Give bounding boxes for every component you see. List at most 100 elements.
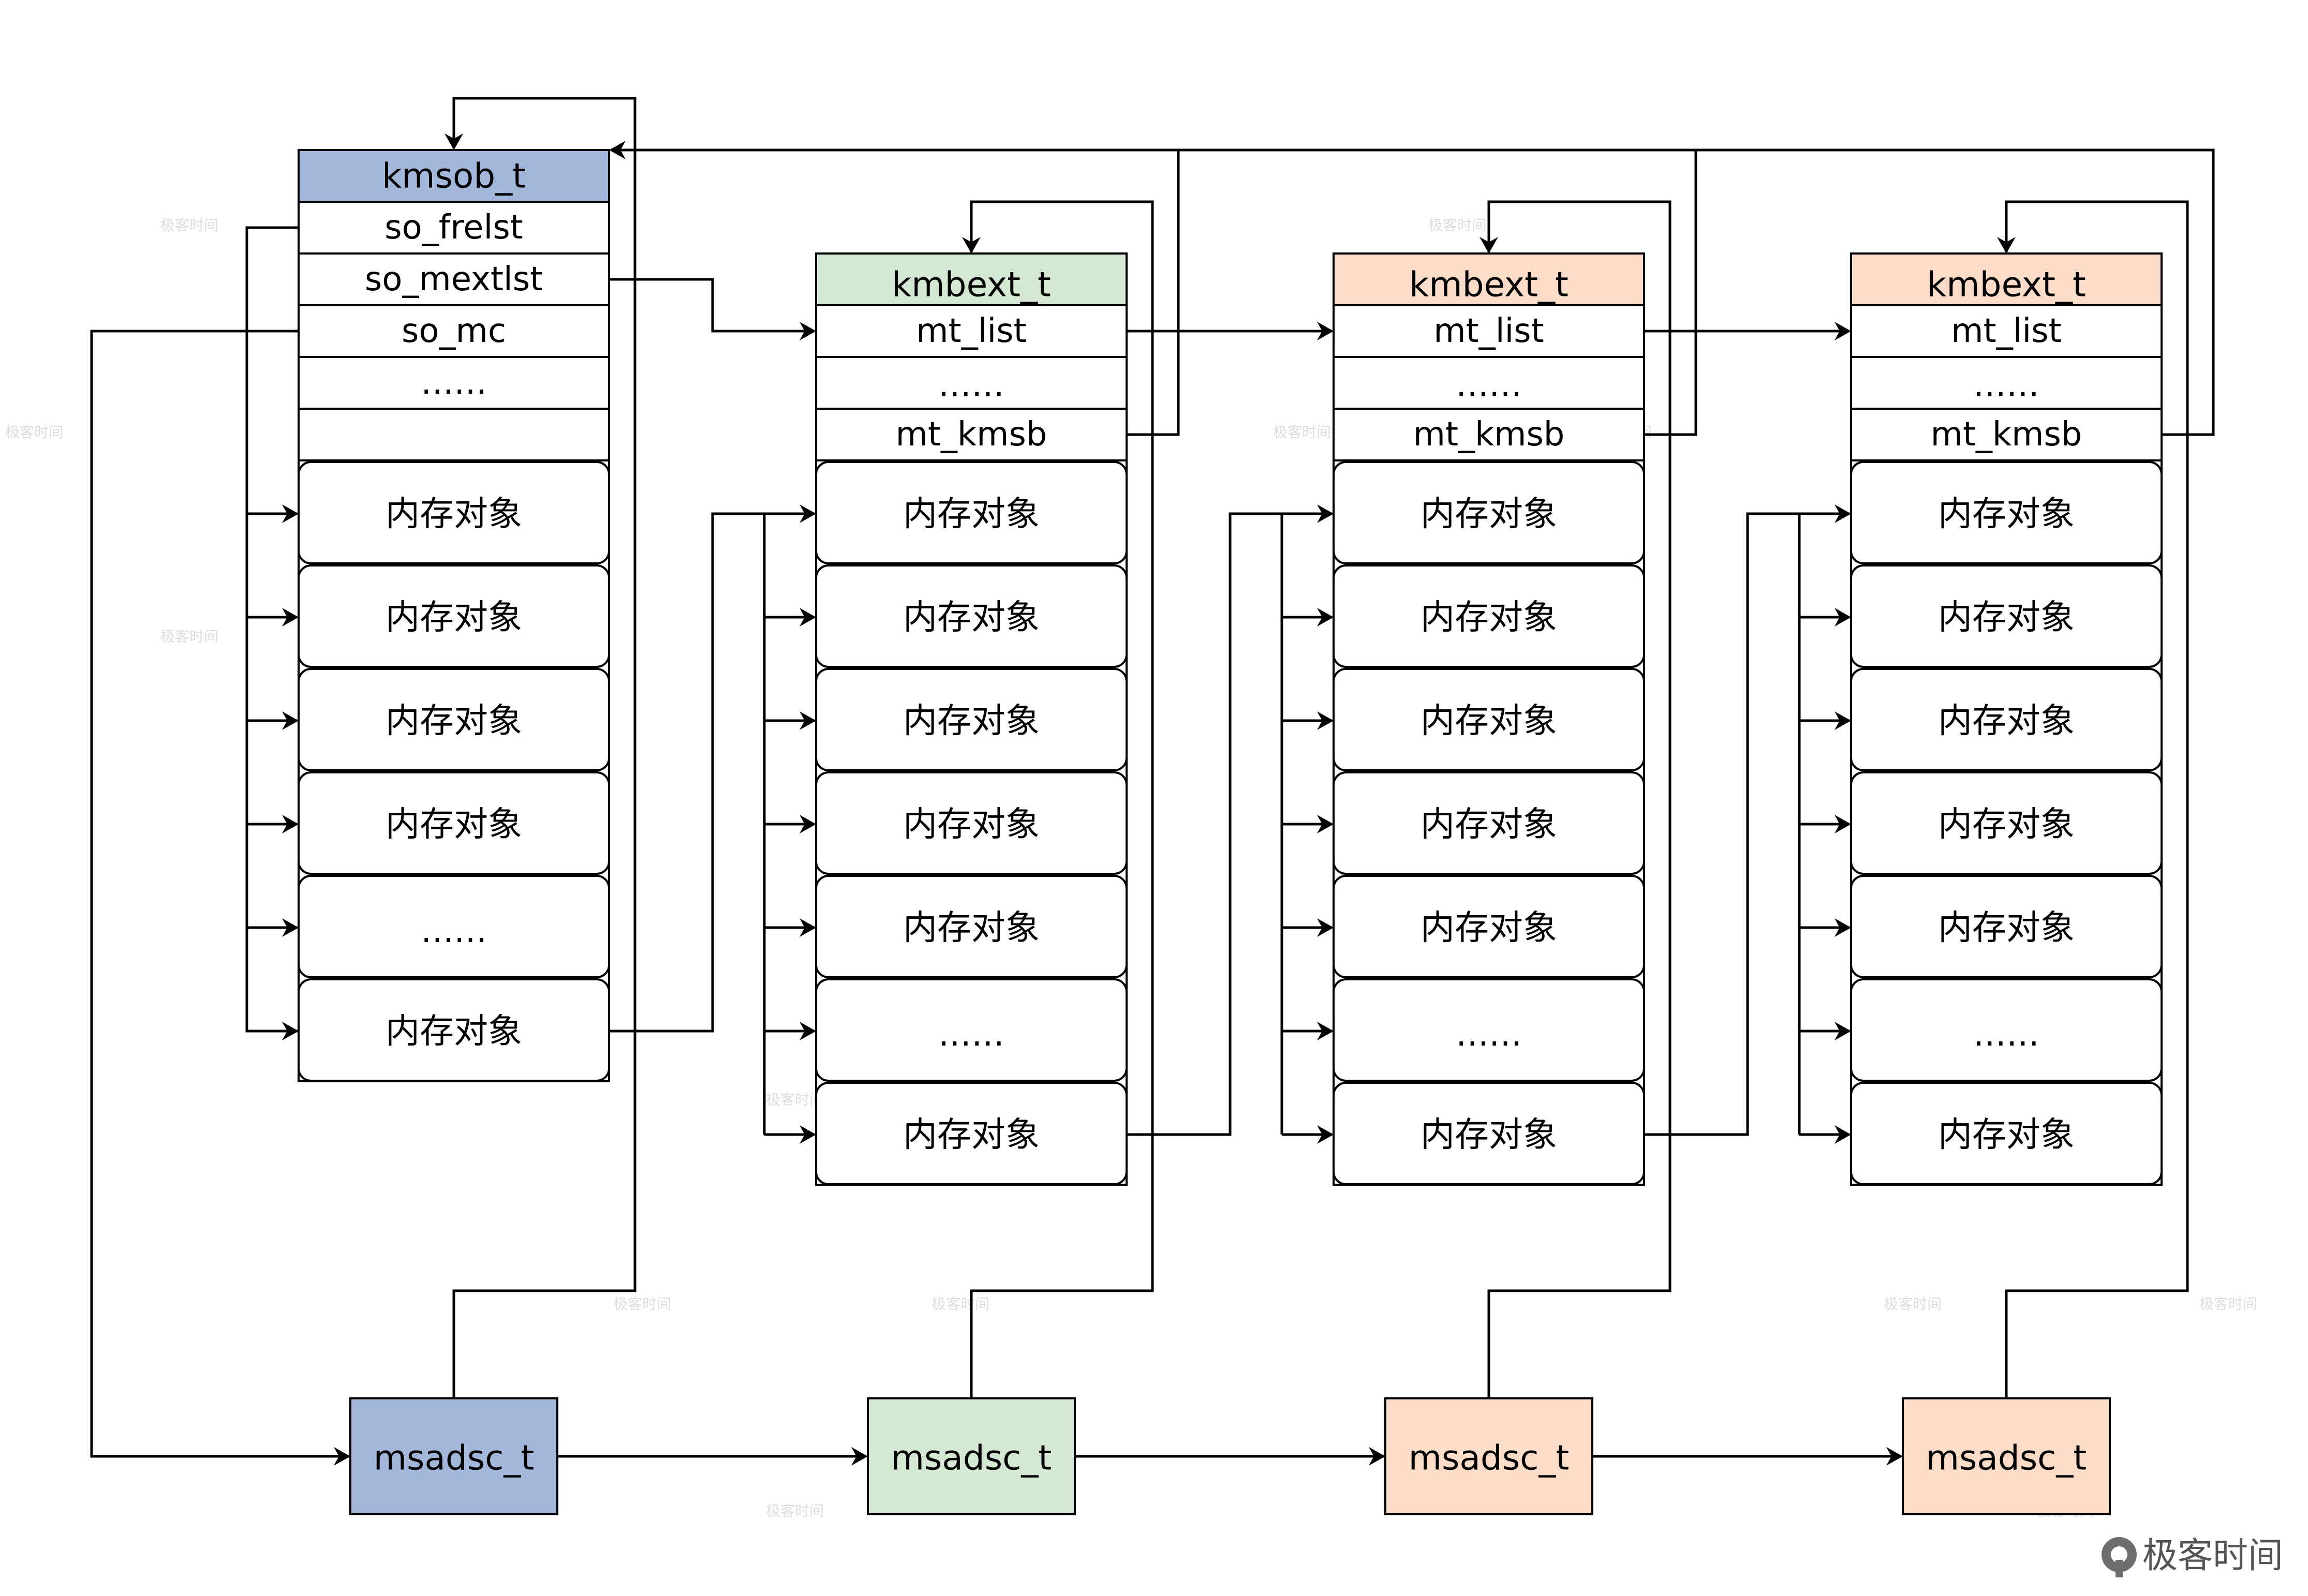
memory-object-ellipsis: …… (1456, 1016, 1522, 1054)
kmbext-title: kmbext_t (892, 265, 1051, 305)
memory-object-box (1333, 564, 1645, 668)
watermark-text: 极客时间 (160, 628, 218, 645)
memory-object-box (298, 875, 610, 978)
msadsc-owner-arrow (2005, 200, 2189, 1398)
arrowhead (1317, 504, 1334, 523)
memory-object-label: 内存对象 (1938, 598, 2075, 637)
arrowhead (1317, 1022, 1334, 1040)
msadsc-box-3 (1384, 1397, 1593, 1515)
arrowhead (800, 322, 816, 340)
kmbext-field-cell (1850, 408, 2163, 461)
msadsc-owner-arrow (1487, 200, 1671, 1398)
kmbext-header-cell (1850, 252, 2163, 306)
kmsob-field-cell (298, 201, 610, 255)
watermark-text: 极客时间 (1273, 424, 1331, 441)
arrowhead (1834, 1125, 1851, 1144)
watermark-text: 极客时间 (5, 424, 63, 441)
kmbext-field-mt-list: mt_list (1951, 312, 2061, 350)
kmsob-field-ellipsis: …… (421, 364, 487, 402)
kmbext-field-mt-kmsb: mt_kmsb (1413, 415, 1565, 454)
memory-object-box (1333, 875, 1645, 978)
watermark-text: 极客时间 (2199, 1295, 2257, 1312)
kmbext-field-cell (815, 356, 1128, 410)
memory-object-label: 内存对象 (386, 598, 522, 637)
memory-object-box (298, 771, 610, 875)
kmbext-header-cell (815, 252, 1128, 306)
memory-object-label: 内存对象 (386, 494, 522, 534)
msadsc-label: msadsc_t (374, 1438, 535, 1478)
memory-object-label: 内存对象 (386, 701, 522, 741)
arrowhead (1317, 608, 1334, 627)
memory-object-ellipsis: …… (938, 1016, 1004, 1054)
kmbext-field-cell (1333, 356, 1645, 410)
kmbext-field-mt-kmsb: mt_kmsb (1931, 415, 2082, 454)
arrowhead (800, 608, 816, 627)
msadsc-label: msadsc_t (1926, 1438, 2087, 1478)
kmbext-title: kmbext_t (1927, 265, 2086, 305)
free-list-trunk (245, 226, 299, 1033)
memory-object-box (1850, 771, 2163, 875)
arrowhead (962, 237, 981, 253)
watermark-text: 极客时间 (766, 1091, 824, 1108)
kmbext-field-ellipsis: …… (938, 366, 1004, 405)
arrowhead (282, 608, 299, 627)
msadsc-label: msadsc_t (891, 1438, 1052, 1478)
memory-object-box (1850, 978, 2163, 1082)
memory-object-box (815, 461, 1128, 564)
arrowhead (282, 711, 299, 730)
memory-object-label: 内存对象 (903, 1115, 1040, 1155)
memory-object-label: 内存对象 (1938, 804, 2075, 844)
mextlst-arrow (609, 278, 815, 333)
memory-object-label: 内存对象 (903, 701, 1040, 741)
object-chain-arrow (609, 512, 815, 1033)
memory-object-label: 内存对象 (386, 804, 522, 844)
geekbang-logo-text: 极客时间 (2142, 1535, 2283, 1576)
so-mc-arrow (90, 330, 349, 1458)
geekbang-logo: 极客时间 (2102, 1535, 2283, 1577)
arrowhead (1834, 711, 1851, 730)
arrowhead (1834, 504, 1851, 523)
kmbext-field-ellipsis: …… (1973, 366, 2039, 405)
arrowhead (1886, 1447, 1903, 1466)
memory-object-label: 内存对象 (1421, 494, 1557, 534)
kmbext-field-mt-kmsb: mt_kmsb (896, 415, 1047, 454)
kmbext-title: kmbext_t (1409, 265, 1569, 305)
arrowhead (334, 1447, 350, 1466)
kmbext-struct-2: kmbext_t mt_list …… mt_kmsb 内存对象 内存对象 内存… (1333, 252, 1645, 1186)
msadsc-label: msadsc_t (1409, 1438, 1570, 1478)
kmbext-field-cell (1333, 408, 1645, 461)
arrowheads (282, 133, 2016, 1466)
kmbext-field-ellipsis: …… (1456, 366, 1522, 405)
memory-object-box (1850, 875, 2163, 978)
arrowhead (1317, 815, 1334, 833)
msadsc-owner-arrow (970, 200, 1154, 1398)
arrowhead (1317, 711, 1334, 730)
watermark-text: 极客时间 (1884, 1295, 1942, 1312)
arrowhead (1369, 1447, 1385, 1466)
memory-object-label: 内存对象 (1938, 494, 2075, 534)
arrowhead (1834, 322, 1851, 340)
arrowhead (445, 133, 463, 150)
memory-object-label: 内存对象 (1421, 1115, 1557, 1155)
memory-object-label: 内存对象 (903, 494, 1040, 534)
memory-object-label: 内存对象 (903, 804, 1040, 844)
memory-object-box (815, 564, 1128, 668)
memory-object-label: 内存对象 (1938, 908, 2075, 948)
watermark-text: 极客时间 (1428, 217, 1486, 234)
arrowhead (282, 918, 299, 937)
memory-object-box (815, 978, 1128, 1082)
arrowhead (800, 1022, 816, 1040)
memory-object-box (1850, 1082, 2163, 1185)
arrowhead (609, 141, 626, 159)
arrowhead (1834, 815, 1851, 833)
arrowhead (800, 1125, 816, 1144)
memory-object-ellipsis: …… (421, 912, 487, 950)
arrowhead (282, 815, 299, 833)
kmsob-title: kmsob_t (382, 156, 526, 196)
arrowhead (800, 815, 816, 833)
kmsob-field-so-mextlst: so_mextlst (365, 260, 543, 299)
watermark-text: 极客时间 (766, 1502, 824, 1519)
memory-object-label: 内存对象 (1938, 701, 2075, 741)
memory-object-box (298, 461, 610, 564)
